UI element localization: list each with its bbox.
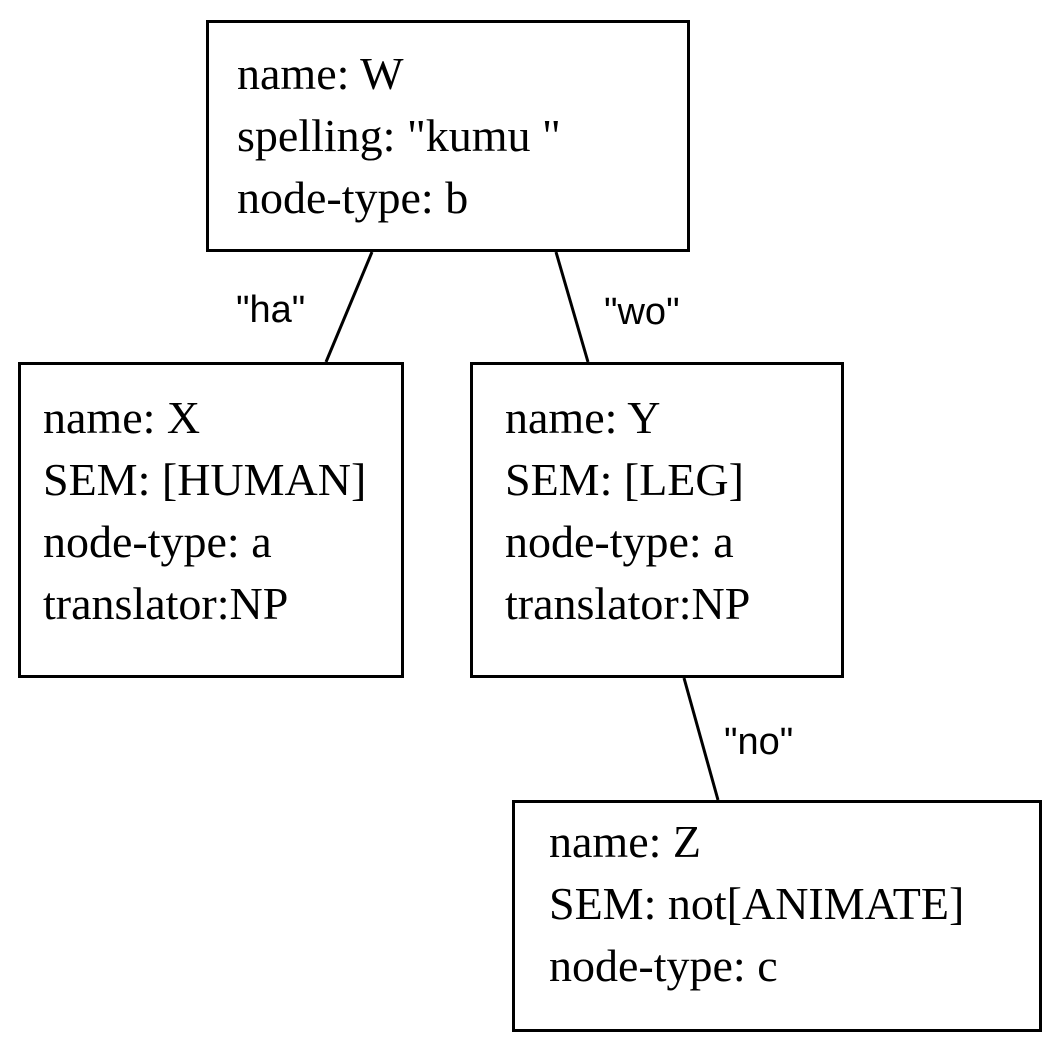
- node-x-node-type: node-type: a: [43, 516, 272, 567]
- node-y: name: Y SEM: [LEG] node-type: a translat…: [470, 362, 844, 678]
- node-w-spelling: spelling: "kumu ": [237, 110, 561, 161]
- edge-w-y: [554, 251, 590, 363]
- edge-label-no: "no": [724, 721, 794, 763]
- node-x-name: name: X: [43, 392, 201, 443]
- node-y-sem-value: LEG: [639, 454, 729, 505]
- node-w: name: W spelling: "kumu " node-type: b: [206, 20, 690, 252]
- node-z-sem: SEM: not[ANIMATE]: [549, 873, 1039, 935]
- node-x-sem: SEM: [HUMAN]: [43, 449, 401, 511]
- node-w-name: name: W: [237, 48, 404, 99]
- edge-label-wo: "wo": [604, 291, 680, 333]
- node-y-node-type: node-type: a: [505, 516, 734, 567]
- node-z-sem-value: ANIMATE: [741, 878, 949, 929]
- edge-y-z: [682, 677, 720, 801]
- node-y-sem-prefix: SEM: [: [505, 454, 640, 505]
- node-z: name: Z SEM: not[ANIMATE] node-type: c: [512, 800, 1042, 1032]
- node-y-translator: translator:NP: [505, 578, 751, 629]
- node-z-node-type: node-type: c: [549, 940, 778, 991]
- node-x-sem-prefix: SEM: [: [43, 454, 178, 505]
- edge-w-x: [324, 251, 374, 363]
- node-z-sem-prefix: SEM: not[: [549, 878, 742, 929]
- node-x-sem-suffix: ]: [350, 454, 367, 505]
- node-z-name: name: Z: [549, 816, 701, 867]
- node-z-sem-suffix: ]: [948, 878, 965, 929]
- node-x-sem-value: HUMAN: [177, 454, 351, 505]
- node-x: name: X SEM: [HUMAN] node-type: a transl…: [18, 362, 404, 678]
- edge-label-ha: "ha": [236, 289, 306, 331]
- node-w-node-type: node-type: b: [237, 172, 469, 223]
- node-x-translator: translator:NP: [43, 578, 289, 629]
- node-y-sem: SEM: [LEG]: [505, 449, 841, 511]
- node-y-sem-suffix: ]: [728, 454, 744, 505]
- node-y-name: name: Y: [505, 392, 661, 443]
